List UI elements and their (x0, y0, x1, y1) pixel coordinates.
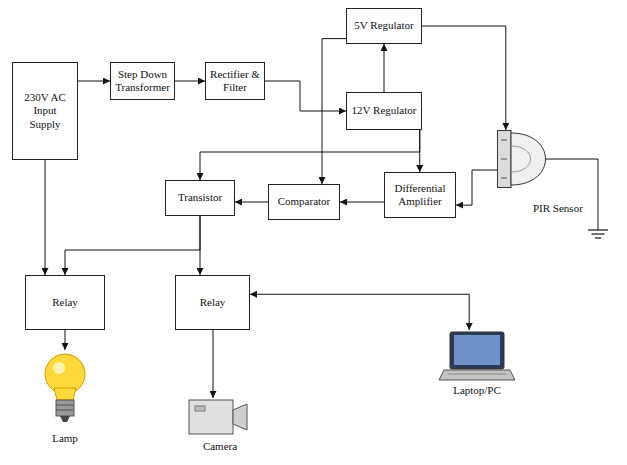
ground-symbol (588, 230, 608, 238)
process-box: 12V Regulator (346, 92, 422, 130)
signal-connector (265, 81, 346, 111)
process-box: Relay (25, 275, 105, 330)
process-box: Rectifier & Filter (205, 62, 265, 100)
lamp-node: Lamp (35, 350, 95, 445)
signal-connector (78, 81, 110, 82)
process-box: Comparator (268, 184, 340, 220)
node-label: PIR Sensor (533, 202, 585, 215)
bulb-neck (54, 388, 76, 400)
laptop-screen (454, 335, 500, 365)
sensor-pin (501, 159, 507, 160)
base-thread (56, 410, 74, 411)
signal-connector (456, 170, 497, 205)
node-label: Lamp (35, 432, 95, 445)
node-label: Differential Amplifier (389, 182, 451, 208)
ground-bar (592, 233, 605, 234)
camera-lens (233, 404, 247, 430)
sensor-pin (501, 178, 507, 179)
node-label: Relay (52, 296, 78, 309)
sensor-pin (501, 140, 507, 141)
laptop-base (439, 370, 515, 380)
base-tip (60, 416, 70, 422)
ground-bar (588, 229, 608, 230)
sensor-dome (511, 133, 546, 185)
node-label: Comparator (278, 195, 331, 208)
process-box: Step Down Transformer (110, 62, 175, 100)
node-label: Step Down Transformer (115, 68, 170, 94)
signal-connector (235, 202, 268, 203)
ground-wire (546, 159, 598, 230)
camera-picture (185, 398, 255, 438)
node-label: 230V AC Input Supply (17, 91, 73, 131)
bulb-base (56, 400, 74, 416)
camera-detail (195, 406, 205, 411)
process-box: Relay (175, 275, 250, 330)
node-label: Rectifier & Filter (210, 68, 260, 94)
signal-connector (422, 26, 506, 130)
pir-sensor-symbol (497, 130, 559, 188)
process-box: 5V Regulator (346, 8, 422, 44)
process-box: Differential Amplifier (384, 172, 456, 218)
signal-connector (340, 202, 384, 203)
dome-facet (511, 146, 531, 172)
signal-connector (384, 44, 385, 92)
node-label: Camera (185, 440, 255, 453)
laptop-keys (448, 374, 506, 375)
ground-bar (595, 237, 601, 238)
node-label: Transistor (178, 191, 222, 204)
laptop-screen-frame (450, 332, 504, 369)
signal-connector (65, 216, 200, 275)
signal-connector (322, 39, 346, 184)
signal-connector (200, 216, 201, 275)
signal-connector (175, 81, 205, 82)
signal-connector (213, 330, 214, 398)
base-thread (56, 405, 74, 406)
node-label: 5V Regulator (354, 19, 413, 32)
signal-connector (65, 330, 66, 350)
laptop-node: Laptop/PC (438, 330, 516, 397)
node-label: Relay (200, 296, 226, 309)
bulb-glow (53, 362, 65, 374)
lamp-picture (35, 350, 95, 430)
node-label: Laptop/PC (438, 384, 516, 397)
sensor-body (498, 131, 512, 188)
signal-connector (45, 160, 46, 275)
camera-body (189, 400, 233, 434)
node-label: 12V Regulator (352, 104, 417, 117)
pir-sensor: PIR Sensor (497, 130, 585, 215)
signal-connector (250, 294, 469, 330)
laptop-picture (438, 330, 516, 382)
process-box: Transistor (165, 180, 235, 216)
camera-node: Camera (185, 398, 255, 453)
process-box: 230V AC Input Supply (12, 62, 78, 160)
